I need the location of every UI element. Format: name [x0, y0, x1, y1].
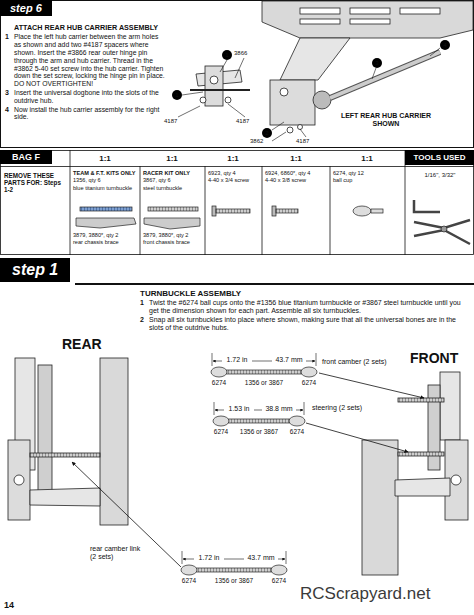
- turnbuckle-drawing: [181, 367, 317, 575]
- text-label: REAR: [62, 336, 112, 352]
- text-label: 1356, qty 6: [73, 177, 139, 183]
- text-label: 6924, 6860*, qty 4: [265, 170, 328, 176]
- text-label: 6274: [177, 577, 201, 584]
- text-label: Place the left hub carrier between the a…: [14, 33, 166, 88]
- text-label: 3879, 3880*, qty 2: [73, 232, 139, 238]
- text-label: 4187: [164, 118, 188, 125]
- text-label: RACER KIT ONLY: [143, 170, 203, 176]
- callout-number: 4: [440, 40, 450, 50]
- text-label: 6274: [285, 428, 309, 435]
- text-label: REMOVE THESE PARTS FOR: Steps 1-2: [4, 172, 66, 194]
- text-label: Insert the universal dogbone into the sl…: [14, 89, 166, 105]
- leader-line: [72, 373, 424, 567]
- text-label: 1356 or 3867: [234, 428, 284, 435]
- step-header-tab: step 1: [0, 258, 70, 282]
- text-label: Snap all six turnbuckles into place wher…: [149, 316, 467, 332]
- text-label: 3862: [250, 138, 274, 145]
- callout-number: 1: [172, 90, 182, 100]
- text-label: ball cup: [333, 177, 403, 183]
- callout-number: 3: [372, 58, 382, 68]
- step-header-tab: TOOLS USED: [405, 150, 474, 165]
- text-label: 1:1: [352, 154, 382, 163]
- text-label: 2: [140, 316, 148, 324]
- tab-title: BAG F: [12, 152, 40, 162]
- dimension-label: 43.7 mm: [244, 554, 278, 562]
- text-label: 3: [5, 89, 13, 97]
- text-label: blue titanium turnbuckle: [73, 185, 139, 191]
- callout-number: 1: [222, 50, 232, 60]
- text-label: 14: [4, 600, 24, 610]
- text-label: ATTACH REAR HUB CARRIER ASSEMBLY: [14, 24, 159, 32]
- text-label: 4: [5, 106, 13, 114]
- text-label: TURNBUCKLE ASSEMBLY: [140, 289, 360, 298]
- text-label: 3879, 3880*, qty 2: [143, 232, 203, 238]
- part-drawing: [76, 200, 470, 244]
- text-label: Twist the #6274 ball cups onto the #1356…: [149, 299, 467, 315]
- text-label: rear chassis brace: [73, 239, 139, 245]
- dimension-label: 38.8 mm: [262, 405, 296, 413]
- step-header-tab: BAG F: [0, 150, 52, 164]
- parts-table: [0, 150, 474, 255]
- text-label: 6274: [209, 428, 233, 435]
- text-label: 6274: [297, 379, 321, 386]
- leader-line: [178, 48, 440, 141]
- dimension-label: 43.7 mm: [272, 356, 306, 364]
- text-label: LEFT REAR HUB CARRIER SHOWN: [340, 112, 432, 128]
- text-label: 1: [5, 33, 13, 41]
- section-rule: [75, 283, 474, 285]
- text-label: 6274: [267, 577, 291, 584]
- dimension-label: 1.53 in: [224, 405, 254, 413]
- callout-number: 2: [262, 128, 272, 138]
- text-label: 1:1: [157, 154, 187, 163]
- text-label: 6274: [207, 379, 231, 386]
- text-label: 1356 or 3867: [239, 379, 289, 386]
- text-label: front chassis brace: [143, 239, 203, 245]
- front-suspension-drawing: [362, 372, 468, 575]
- text-label: 4-40 x 3/4 screw: [208, 177, 260, 183]
- watermark: RCScrapyard.net: [300, 584, 470, 604]
- hub-carrier-drawing: [190, 1, 473, 133]
- text-label: front camber (2 sets): [322, 358, 404, 366]
- text-label: 3866: [234, 50, 258, 57]
- text-label: 1: [140, 299, 148, 307]
- text-label: TEAM & F.T. KITS ONLY: [73, 170, 139, 176]
- text-label: 1:1: [218, 154, 248, 163]
- section-frame: [1, 1, 474, 148]
- text-label: 1/16", 3/32": [410, 172, 470, 179]
- text-label: FRONT: [410, 350, 470, 366]
- text-label: 4187: [296, 138, 320, 145]
- text-label: 3867, qty 6: [143, 177, 203, 183]
- text-label: 1356 or 3867: [209, 577, 259, 584]
- rear-suspension-drawing: [8, 358, 128, 525]
- text-label: Now install the hub carrier assembly for…: [14, 106, 166, 122]
- text-label: 6274, qty 12: [333, 170, 403, 176]
- dimension-label: 1.72 in: [222, 356, 252, 364]
- text-label: steering (2 sets): [312, 404, 384, 412]
- text-label: 6923, qty 4: [208, 170, 260, 176]
- text-label: 4-40 x 3/8 screw: [265, 177, 328, 183]
- text-label: rear camber link (2 sets): [90, 545, 144, 561]
- text-label: steel turnbuckle: [143, 185, 203, 191]
- text-label: 1:1: [281, 154, 311, 163]
- dimension-label: 1.72 in: [194, 554, 224, 562]
- text-label: 1:1: [90, 154, 120, 163]
- tab-title: step 6: [10, 2, 42, 14]
- dimension-line: [182, 353, 316, 564]
- tab-title: TOOLS USED: [414, 153, 466, 162]
- text-label: 4187: [236, 118, 260, 125]
- step-header-tab: step 6: [0, 0, 52, 16]
- tab-title: step 1: [12, 261, 58, 278]
